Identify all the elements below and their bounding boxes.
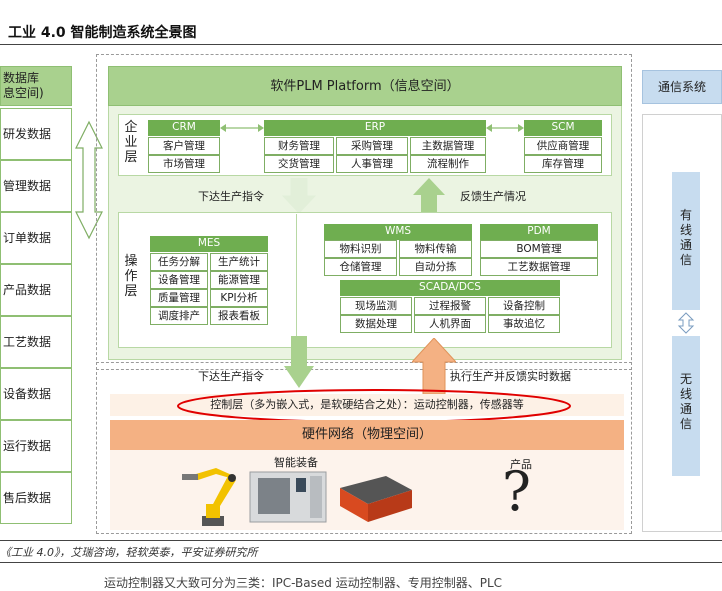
database-item: 工艺数据 xyxy=(0,316,72,368)
page-title: 工业 4.0 智能制造系统全景图 xyxy=(8,25,197,41)
footer-text: 运动控制器又大致可分为三类：IPC-Based 运动控制器、专用控制器、PLC xyxy=(104,576,503,590)
wms-item: 物料识别 xyxy=(324,240,397,258)
mes-header: MES xyxy=(150,236,268,252)
scada-item: 人机界面 xyxy=(414,315,486,333)
operation-divider xyxy=(296,214,297,346)
crm-item: 市场管理 xyxy=(148,155,220,173)
source-caption: 《工业 4.0》，艾瑞咨询，轻软英泰，平安证券研究所 xyxy=(0,546,258,559)
scm-item: 供应商管理 xyxy=(524,137,602,155)
erp-item: 流程制作 xyxy=(410,155,486,173)
product-label: 产品 xyxy=(510,458,532,471)
wms-header: WMS xyxy=(324,224,472,240)
scada-item: 现场监测 xyxy=(340,297,412,315)
crm-header: CRM xyxy=(148,120,220,136)
pdm-header: PDM xyxy=(480,224,598,240)
question-mark-icon: ? xyxy=(502,460,531,523)
down-arrow-icon xyxy=(282,178,316,214)
pdm-item: BOM管理 xyxy=(480,240,598,258)
database-item: 管理数据 xyxy=(0,160,72,212)
erp-scm-arrow-icon xyxy=(486,124,524,132)
plm-dashed-region xyxy=(96,54,632,370)
erp-item: 人事管理 xyxy=(336,155,408,173)
up-down-arrow-icon xyxy=(677,312,695,334)
enterprise-layer-label: 企 业 层 xyxy=(124,120,138,165)
mes-item: 生产统计 xyxy=(210,253,268,271)
wireless-comm: 无 线 通 信 xyxy=(672,336,700,476)
hardware-dashed-region xyxy=(96,362,632,534)
wms-item: 物料传输 xyxy=(399,240,472,258)
database-item: 订单数据 xyxy=(0,212,72,264)
plm-down-label: 下达生产指令 xyxy=(198,190,264,203)
database-item: 设备数据 xyxy=(0,368,72,420)
erp-item: 财务管理 xyxy=(264,137,334,155)
scada-item: 事故追忆 xyxy=(488,315,560,333)
mes-item: 质量管理 xyxy=(150,289,208,307)
mes-item: 设备管理 xyxy=(150,271,208,289)
agv-device-icon xyxy=(340,476,412,522)
hardware-up-label: 执行生产并反馈实时数据 xyxy=(450,370,571,383)
scada-item: 过程报警 xyxy=(414,297,486,315)
hardware-down-label: 下达生产指令 xyxy=(198,370,264,383)
source-rule-bottom xyxy=(0,562,722,563)
mes-item: 能源管理 xyxy=(210,271,268,289)
mes-item: 报表看板 xyxy=(210,307,268,325)
database-item: 售后数据 xyxy=(0,472,72,524)
crm-erp-arrow-icon xyxy=(220,124,264,132)
scada-item: 数据处理 xyxy=(340,315,412,333)
scada-item: 设备控制 xyxy=(488,297,560,315)
erp-header: ERP xyxy=(264,120,486,136)
source-rule-top xyxy=(0,540,722,541)
scada-header: SCADA/DCS xyxy=(340,280,560,296)
erp-item: 主数据管理 xyxy=(410,137,486,155)
down-arrow-icon xyxy=(284,336,314,388)
erp-item: 交货管理 xyxy=(264,155,334,173)
up-arrow-icon xyxy=(412,338,456,394)
wired-comm: 有 线 通 信 xyxy=(672,172,700,310)
crm-item: 客户管理 xyxy=(148,137,220,155)
mes-item: KPI分析 xyxy=(210,289,268,307)
erp-item: 采购管理 xyxy=(336,137,408,155)
operation-layer-label: 操 作 层 xyxy=(124,254,138,299)
scm-header: SCM xyxy=(524,120,602,136)
bidirectional-arrow-icon xyxy=(75,120,103,240)
database-item: 运行数据 xyxy=(0,420,72,472)
title-rule xyxy=(0,44,722,45)
up-arrow-icon xyxy=(413,178,445,213)
plm-title: 软件PLM Platform（信息空间） xyxy=(108,66,622,106)
control-layer-band xyxy=(110,394,624,416)
wms-item: 仓储管理 xyxy=(324,258,397,276)
hardware-network-header: 硬件网络（物理空间） xyxy=(110,420,624,450)
pdm-item: 工艺数据管理 xyxy=(480,258,598,276)
plm-up-label: 反馈生产情况 xyxy=(460,190,526,203)
equipment-label: 智能装备 xyxy=(274,456,318,469)
mes-item: 调度排产 xyxy=(150,307,208,325)
wms-item: 自动分拣 xyxy=(399,258,472,276)
comm-header: 通信系统 xyxy=(642,70,722,104)
control-layer-label: 控制层（多为嵌入式，是软硬结合之处）：运动控制器，传感器等 xyxy=(210,398,524,411)
robot-arm-icon xyxy=(182,468,236,526)
cnc-machine-icon xyxy=(249,471,327,523)
scm-item: 库存管理 xyxy=(524,155,602,173)
database-header: 数据库 息空间) xyxy=(0,66,72,106)
mes-item: 任务分解 xyxy=(150,253,208,271)
database-item: 研发数据 xyxy=(0,108,72,160)
database-item: 产品数据 xyxy=(0,264,72,316)
